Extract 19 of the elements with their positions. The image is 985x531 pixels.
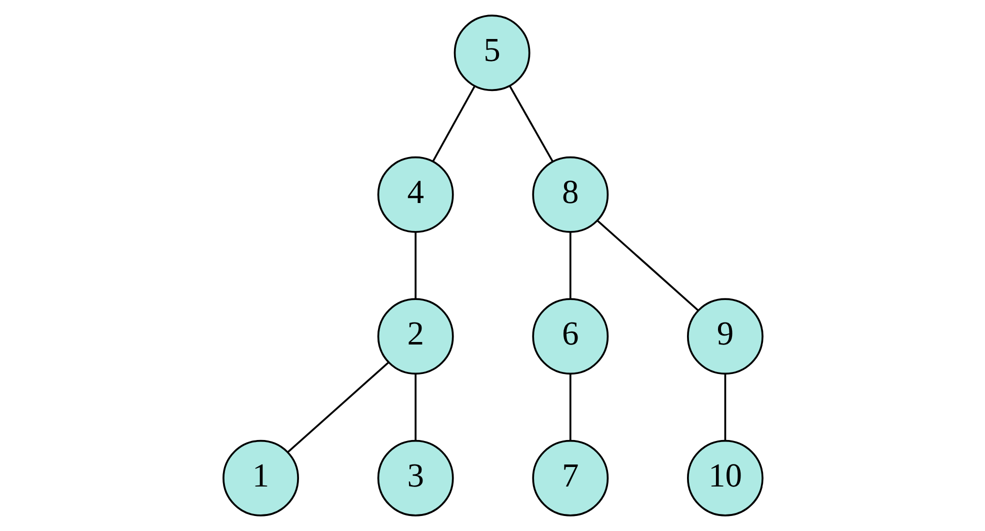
node-circle: 8 xyxy=(532,156,608,233)
connector xyxy=(432,86,476,162)
connector xyxy=(568,374,571,440)
connector xyxy=(508,86,554,162)
connector xyxy=(724,374,726,440)
node-circle: 4 xyxy=(376,156,454,233)
connector xyxy=(414,374,416,440)
node-circle: 1 xyxy=(222,440,298,516)
node-circle: 5 xyxy=(453,14,530,92)
connector xyxy=(414,232,416,299)
node-circle: 7 xyxy=(532,440,608,516)
node-circle: 6 xyxy=(532,298,608,375)
node-circle: 9 xyxy=(686,298,763,375)
connector xyxy=(596,220,698,311)
node-circle: 2 xyxy=(376,298,454,375)
connector xyxy=(286,362,389,453)
connector xyxy=(568,232,571,299)
node-circle: 10 xyxy=(686,440,763,516)
node-circle: 3 xyxy=(376,440,454,516)
